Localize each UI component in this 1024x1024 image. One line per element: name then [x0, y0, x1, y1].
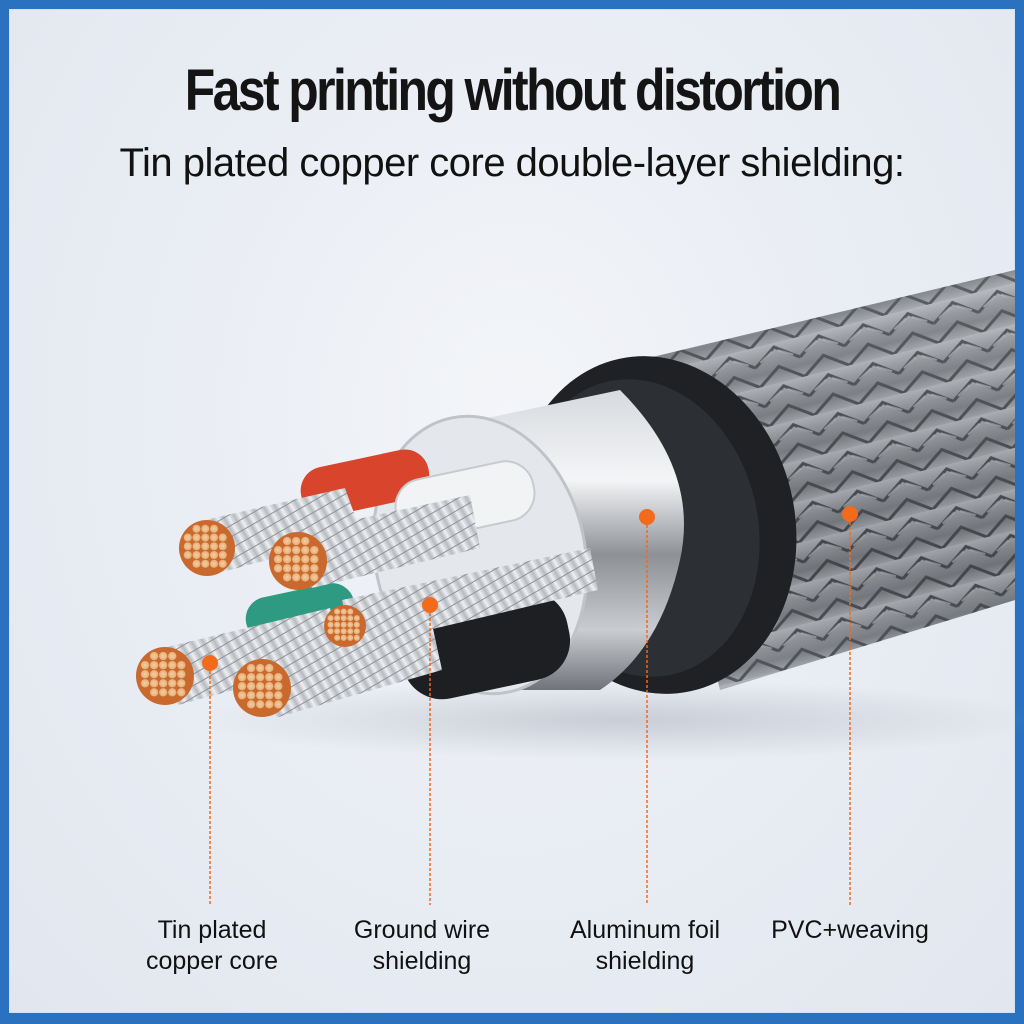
label-line: Ground wire: [353, 916, 491, 944]
label-ground-wire-shielding: Ground wire shielding: [354, 915, 490, 977]
wire-strand-5: [260, 615, 442, 718]
label-pvc-weaving: PVC+weaving: [771, 915, 929, 946]
callout-tin-plated-copper-core: [202, 655, 218, 905]
label-line: Aluminum foil: [569, 916, 721, 944]
wire-strand-2: [298, 495, 480, 588]
callout-aluminum-foil-shielding: [639, 509, 655, 905]
label-line: copper core: [145, 947, 279, 975]
marker-dot: [422, 597, 438, 613]
marker-dot: [202, 655, 218, 671]
marker-dot: [842, 506, 858, 522]
label-line: PVC+weaving: [771, 916, 929, 944]
label-line: Tin plated: [157, 916, 267, 944]
copper-core-3: [324, 605, 366, 647]
headline: Fast printing without distortion: [184, 58, 842, 123]
callout-ground-wire-shielding: [422, 597, 438, 905]
copper-core-2: [269, 532, 327, 590]
wire-strand-1: [205, 488, 362, 572]
marker-dot: [639, 509, 655, 525]
copper-core-4: [136, 647, 194, 705]
copper-core-1: [179, 520, 235, 576]
callout-pvc-weaving: [842, 506, 858, 905]
label-tin-plated-copper-core: Tin plated copper core: [146, 915, 278, 977]
label-line: shielding: [372, 947, 472, 975]
label-line: shielding: [595, 947, 695, 975]
label-aluminum-foil-shielding: Aluminum foil shielding: [570, 915, 720, 977]
copper-core-5: [233, 659, 291, 717]
cable-shadow: [200, 680, 1024, 760]
subheadline: Tin plated copper core double-layer shie…: [119, 141, 905, 185]
wire-strand-4: [163, 608, 345, 705]
